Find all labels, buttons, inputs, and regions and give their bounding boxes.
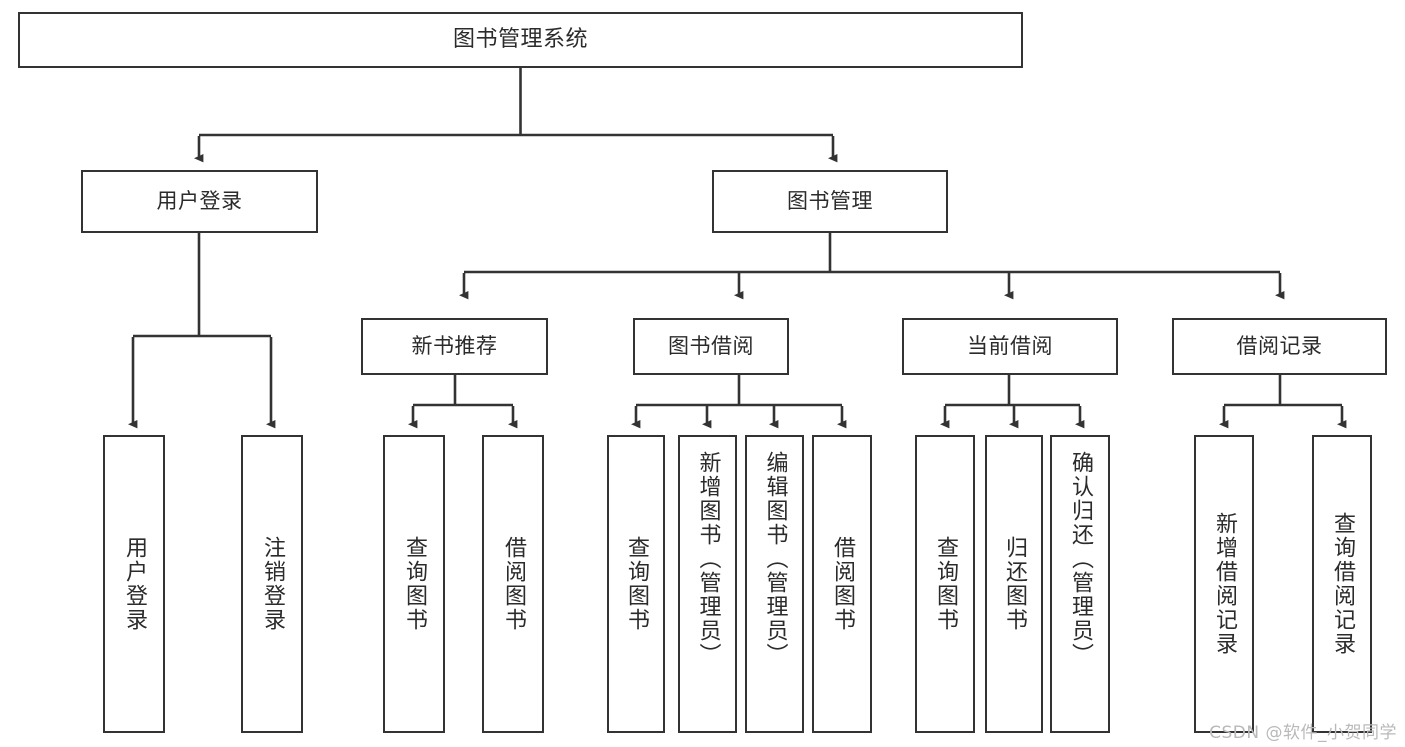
node-label: 查询图书 xyxy=(402,536,427,632)
node-label: 编辑图书（管理员） xyxy=(762,451,788,667)
node-label: 当前借阅 xyxy=(967,334,1053,359)
node-label: 图书借阅 xyxy=(668,334,754,359)
node-label: 借阅记录 xyxy=(1236,334,1323,359)
leaf-edit-book-admin[interactable]: 编辑图书（管理员） xyxy=(745,435,804,733)
node-label: 用户登录 xyxy=(156,189,243,214)
node-label: 确认归还（管理员） xyxy=(1068,451,1093,667)
node-book-borrow[interactable]: 图书借阅 xyxy=(633,318,789,375)
node-user-login[interactable]: 用户登录 xyxy=(81,170,318,233)
leaf-logout-login[interactable]: 注销登录 xyxy=(241,435,303,733)
node-label: 查询图书 xyxy=(933,536,958,632)
node-borrow-record[interactable]: 借阅记录 xyxy=(1172,318,1387,375)
node-label: 新书推荐 xyxy=(411,334,498,359)
node-new-book-recommend[interactable]: 新书推荐 xyxy=(361,318,548,375)
leaf-query-book-borrow[interactable]: 查询图书 xyxy=(607,435,665,733)
node-label: 查询图书 xyxy=(624,536,649,632)
leaf-confirm-return-admin[interactable]: 确认归还（管理员） xyxy=(1050,435,1110,733)
node-label: 注销登录 xyxy=(260,536,285,632)
leaf-return-book[interactable]: 归还图书 xyxy=(985,435,1043,733)
node-label: 查询借阅记录 xyxy=(1330,512,1355,656)
node-label: 新增图书（管理员） xyxy=(695,451,721,667)
leaf-add-borrow-record[interactable]: 新增借阅记录 xyxy=(1194,435,1254,733)
watermark-text: CSDN @软件_小贺同学 xyxy=(1209,723,1397,743)
node-label: 新增借阅记录 xyxy=(1212,512,1237,656)
node-label: 借阅图书 xyxy=(830,536,855,632)
leaf-query-borrow-record[interactable]: 查询借阅记录 xyxy=(1312,435,1372,733)
node-current-borrow[interactable]: 当前借阅 xyxy=(902,318,1118,375)
leaf-user-login[interactable]: 用户登录 xyxy=(103,435,165,733)
node-root-system[interactable]: 图书管理系统 xyxy=(18,12,1023,68)
leaf-borrow-book[interactable]: 借阅图书 xyxy=(812,435,872,733)
leaf-add-book-admin[interactable]: 新增图书（管理员） xyxy=(678,435,737,733)
leaf-borrow-book-recommend[interactable]: 借阅图书 xyxy=(482,435,544,733)
node-label: 归还图书 xyxy=(1002,536,1027,632)
node-label: 图书管理 xyxy=(787,189,873,214)
node-label: 用户登录 xyxy=(122,536,147,632)
leaf-query-book-current[interactable]: 查询图书 xyxy=(915,435,975,733)
node-label: 图书管理系统 xyxy=(452,27,588,53)
leaf-query-book-recommend[interactable]: 查询图书 xyxy=(383,435,445,733)
node-label: 借阅图书 xyxy=(501,536,526,632)
node-book-management[interactable]: 图书管理 xyxy=(712,170,948,233)
